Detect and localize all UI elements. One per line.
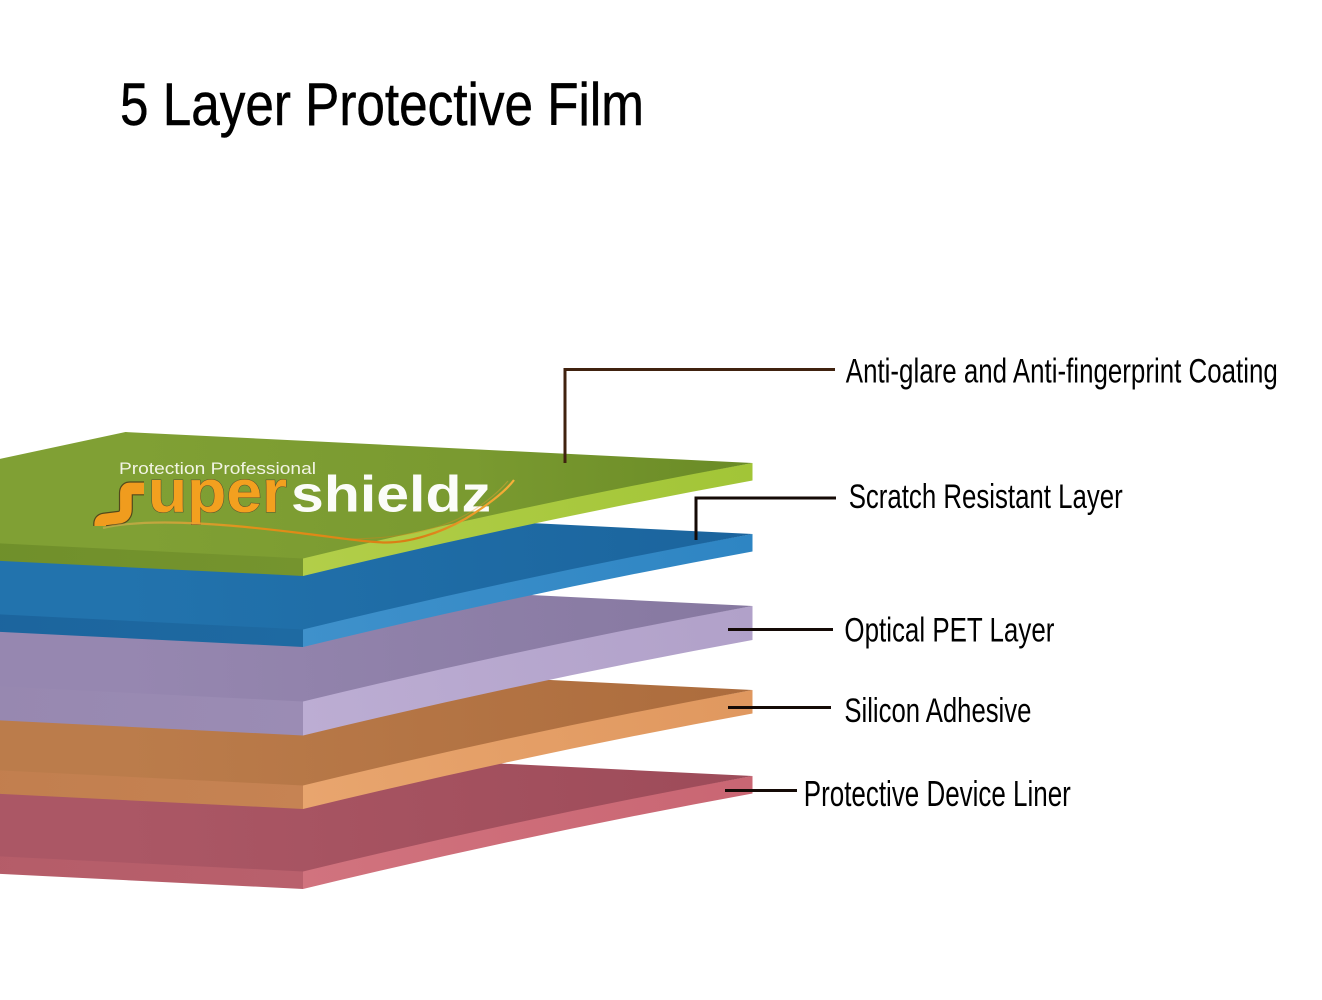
svg-text:Protective Device Liner: Protective Device Liner: [804, 773, 1071, 814]
svg-text:5 Layer Protective Film: 5 Layer Protective Film: [120, 71, 644, 138]
svg-text:uper: uper: [148, 458, 287, 525]
svg-text:Anti-glare and Anti-fingerprin: Anti-glare and Anti-fingerprint Coating: [846, 353, 1278, 391]
svg-text:Silicon Adhesive: Silicon Adhesive: [844, 692, 1031, 730]
svg-text:Protection Professional: Protection Professional: [119, 460, 316, 478]
svg-text:shieldz: shieldz: [291, 466, 491, 523]
svg-text:Scratch Resistant Layer: Scratch Resistant Layer: [849, 478, 1123, 516]
svg-text:Optical PET Layer: Optical PET Layer: [844, 612, 1054, 650]
